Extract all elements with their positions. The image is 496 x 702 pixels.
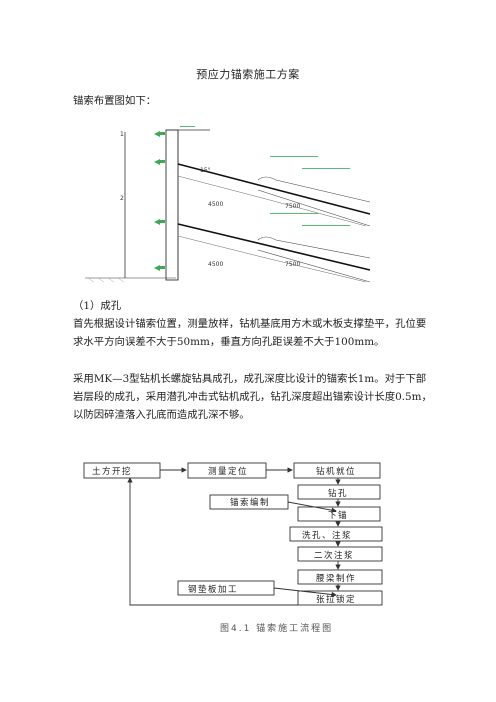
lower-free-length: 4500 (208, 261, 223, 268)
document-title: 预应力锚索施工方案 (196, 68, 300, 81)
step-grouting: 洗孔、注浆 (289, 526, 383, 542)
svg-text:━━━━━━━━━━━━━━━━: ━━━━━━━━━━━━━━━━ (301, 166, 351, 172)
upper-free-length: 4500 (208, 201, 223, 208)
svg-text:钻机就位: 钻机就位 (316, 466, 356, 477)
svg-text:张拉锁定: 张拉锁定 (316, 594, 356, 605)
step-rig-position: 钻机就位 (293, 462, 381, 479)
section-heading-drilling: （1）成孔 (73, 300, 122, 312)
svg-text:━━━━━: ━━━━━ (179, 124, 196, 130)
step-steel-plate: 钢垫板加工 (177, 580, 275, 596)
svg-text:━━━━━━━━━━━━━━━━: ━━━━━━━━━━━━━━━━ (301, 223, 351, 229)
svg-text:洗孔、注浆: 洗孔、注浆 (302, 530, 352, 541)
svg-text:钢垫板加工: 钢垫板加工 (188, 584, 238, 595)
svg-text:1: 1 (120, 131, 124, 138)
svg-text:2: 2 (120, 195, 124, 202)
step-tensioning: 张拉锁定 (297, 590, 383, 606)
flowchart-caption: 图4.1 锚索施工流程图 (220, 622, 333, 634)
step-waling: 腰梁制作 (297, 569, 383, 585)
lower-anchor-length: 7500 (285, 261, 300, 268)
svg-text:二次注浆: 二次注浆 (314, 550, 354, 561)
svg-text:━━━━━━━━━━━━━━━━: ━━━━━━━━━━━━━━━━ (269, 154, 319, 160)
step-drilling: 钻孔 (297, 484, 381, 500)
step-lowering: 下锚 (297, 506, 381, 522)
step-cable-make: 锚索编制 (209, 494, 289, 510)
step-excavation: 土方开挖 (83, 462, 161, 479)
svg-text:锚索编制: 锚索编制 (230, 497, 270, 508)
paragraph-2: 采用MK—3型钻机长螺旋钻具成孔，成孔深度比设计的锚索长1m。对于下部岩层段的成… (73, 373, 432, 421)
svg-text:土方开挖: 土方开挖 (92, 466, 132, 477)
upper-anchor-length: 7500 (285, 203, 300, 210)
green-marker-icon (154, 131, 165, 271)
svg-text:━━━━━━━━━━━━━━━━: ━━━━━━━━━━━━━━━━ (269, 211, 319, 217)
anchor-layout-diagram: 1 2 ━━━━━ ━━━━━━━━━━━━━━━━ ━━━━━━━━━━━━━… (85, 124, 371, 283)
step-survey: 测量定位 (187, 462, 267, 479)
intro-line: 锚索布置图如下： (73, 95, 157, 107)
construction-flowchart: 土方开挖 测量定位 钻机就位 锚索编制 钻孔 下锚 洗孔、注浆 二次注浆 (83, 462, 383, 634)
svg-text:下锚: 下锚 (328, 510, 348, 521)
paragraph-1: 首先根据设计锚索位置，测量放样，钻机基底用方木或木板支撑垫平，孔位要求水平方向误… (73, 318, 427, 348)
angle-label: 15° (200, 167, 211, 174)
svg-text:腰梁制作: 腰梁制作 (316, 573, 356, 584)
svg-text:测量定位: 测量定位 (208, 466, 248, 477)
step-second-grout: 二次注浆 (297, 546, 383, 562)
svg-text:钻孔: 钻孔 (328, 488, 348, 499)
